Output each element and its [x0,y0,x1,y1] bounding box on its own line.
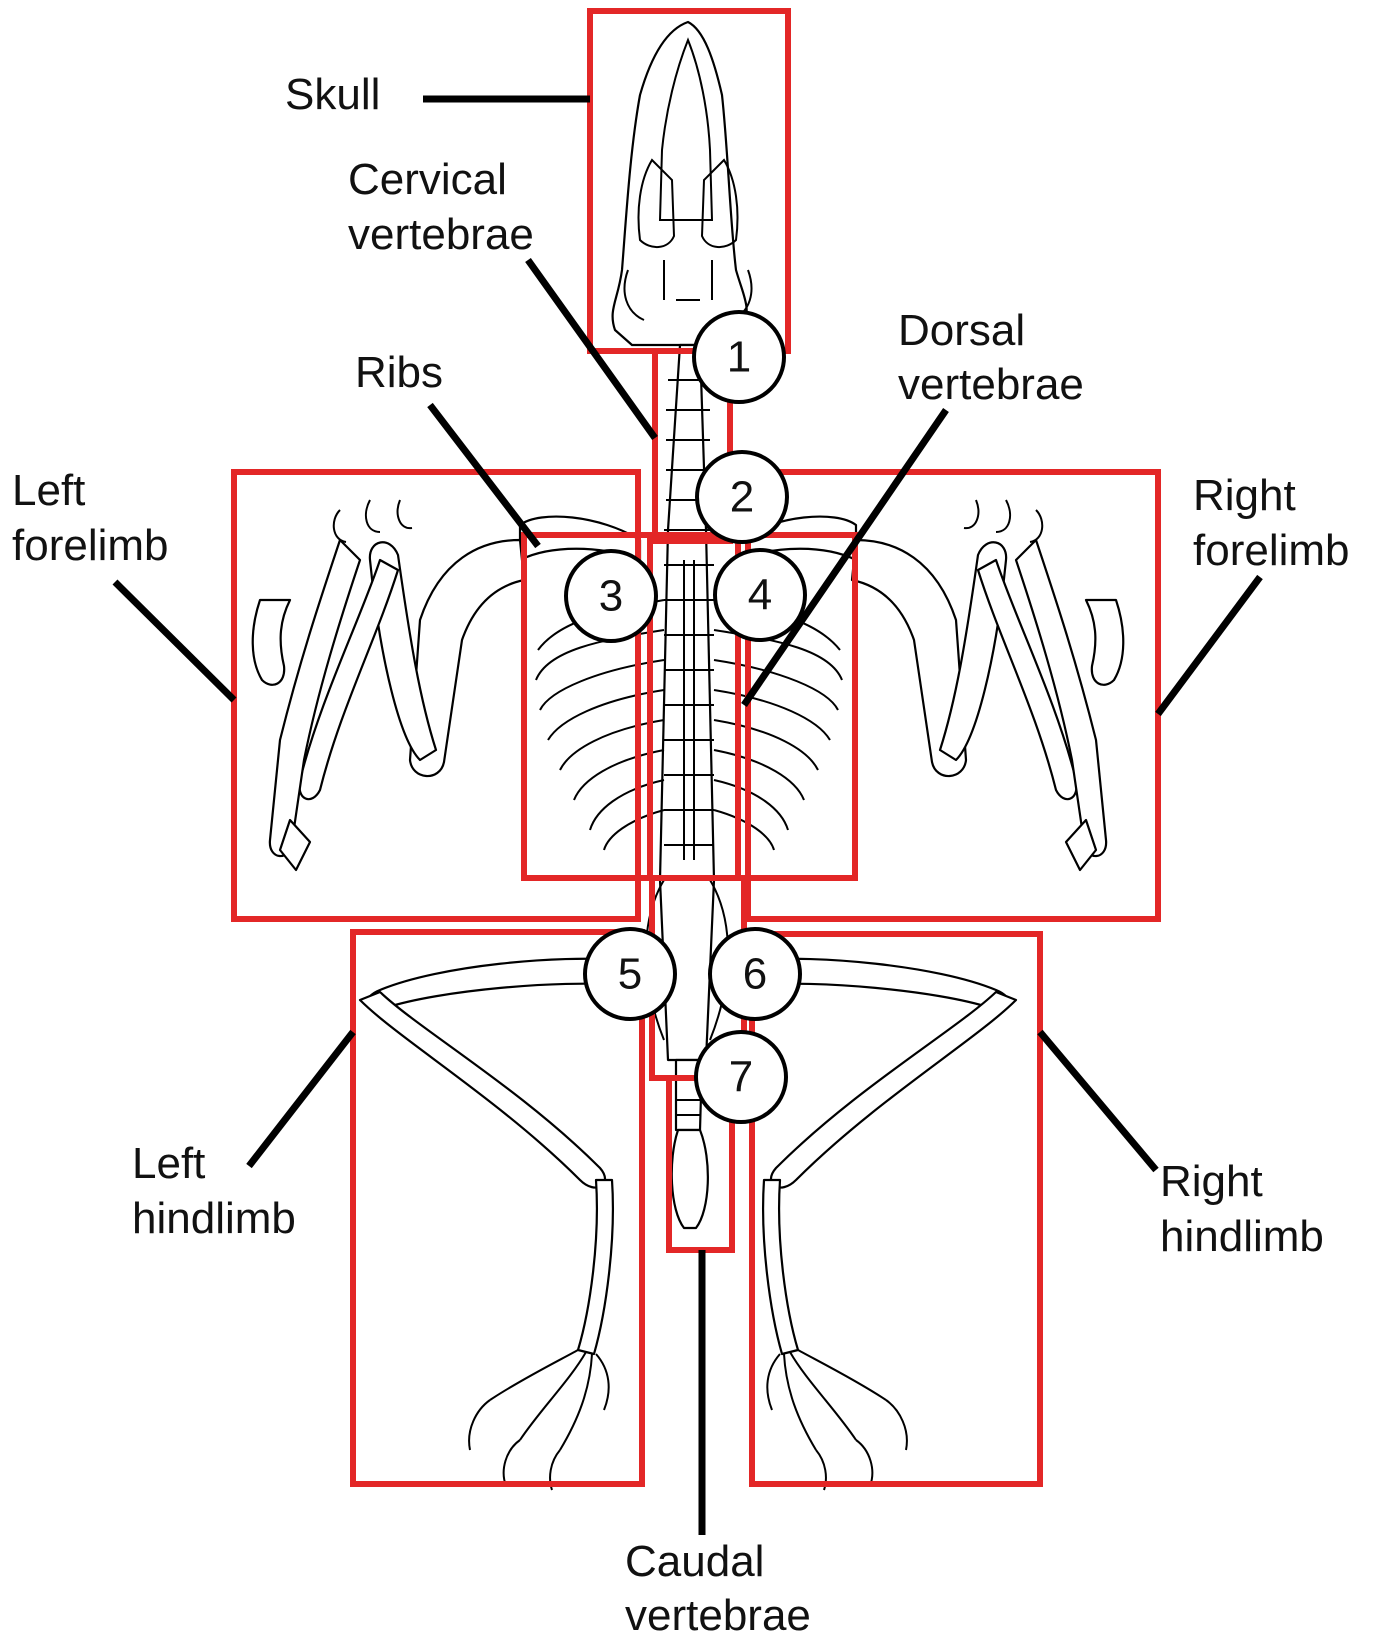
skull-drawing [613,22,752,345]
svg-text:4: 4 [748,571,772,620]
left-forelimb-drawing [253,500,524,870]
right-forelimb-label-line-1: Right [1193,471,1296,520]
svg-text:5: 5 [618,950,642,999]
right-forelimb-leader-line [1158,577,1260,714]
left-hindlimb-label-line-2: hindlimb [132,1194,296,1243]
dorsal-label-line-1: Dorsal [898,306,1025,355]
dorsal-label-line-2: vertebrae [898,360,1084,409]
badge-1: 1 [694,312,784,402]
caudal-label-line-1: Caudal [625,1537,764,1586]
left-forelimb-leader-line [115,582,234,700]
right-forelimb-drawing [852,500,1123,870]
left-forelimb-label-line-1: Left [12,466,85,515]
ribs-label: Ribs [355,348,443,397]
right-forelimb-label-line-2: forelimb [1193,526,1350,575]
right-hindlimb-label-line-1: Right [1160,1157,1263,1206]
cervical-label-line-2: vertebrae [348,210,534,259]
caudal-label-line-2: vertebrae [625,1591,811,1636]
badge-4: 4 [715,550,805,640]
left-hindlimb-leader-line [249,1032,353,1166]
badge-3: 3 [566,551,656,641]
badge-7: 7 [696,1032,786,1122]
svg-text:2: 2 [730,473,754,522]
badge-2: 2 [697,452,787,542]
left-hindlimb-label-line-1: Left [132,1139,205,1188]
skull-label: Skull [285,70,380,119]
svg-text:6: 6 [743,950,767,999]
right-hindlimb-drawing [756,959,1016,1490]
ribs-leader-line [430,405,538,546]
badge-6: 6 [710,929,800,1019]
svg-text:1: 1 [727,333,751,382]
left-forelimb-label-line-2: forelimb [12,521,169,570]
badge-5: 5 [585,929,675,1019]
svg-text:3: 3 [599,572,623,621]
svg-text:7: 7 [729,1053,753,1102]
left-hindlimb-drawing [360,959,620,1490]
cervical-label-line-1: Cervical [348,155,507,204]
right-hindlimb-label-line-2: hindlimb [1160,1212,1324,1261]
right-hindlimb-leader-line [1040,1032,1156,1170]
